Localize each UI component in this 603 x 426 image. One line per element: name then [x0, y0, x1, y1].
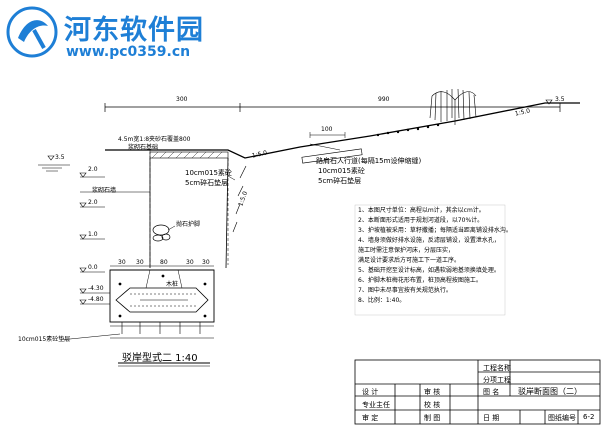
tb-major: 专业主任 [362, 401, 390, 409]
willow-tree [429, 88, 477, 125]
label-base: 10cm015素砼垫层 [18, 336, 71, 343]
foundation-base [109, 269, 215, 323]
boulders [152, 224, 171, 242]
dimension-30a: 30 [118, 259, 126, 266]
level-0-0: 0.0 [88, 264, 98, 271]
foundation-trough [115, 287, 209, 313]
dimension-30c: 30 [186, 259, 194, 266]
level-3-5: 3.5 [55, 154, 65, 161]
tb-sheet-label: 图纸编号 [548, 414, 576, 422]
caption-underline [118, 362, 210, 367]
label-layer-2: 5cm碎石垫层 [185, 179, 229, 187]
note-line: 5、基础开挖至设计标高，如遇软弱地基须换填处理。 [358, 267, 500, 274]
level-2-0-a: 2.0 [88, 166, 98, 173]
label-left-sub: 浆砌石基础 [128, 144, 159, 151]
bank-profile [105, 102, 580, 159]
dimension-30d: 30 [202, 259, 210, 266]
level-markers [79, 99, 553, 305]
tb-sheet-no: 6-2 [583, 413, 595, 421]
dimension-100: 100 [321, 126, 333, 133]
note-line: 4、墙身须做好排水设施，反滤层铺设，设置泄水孔， [358, 237, 500, 244]
level-top: 3.5 [555, 96, 565, 103]
label-right-title: 路肩石人行道(每隔15m设伸缩缝) [316, 157, 422, 165]
title-block [354, 359, 601, 425]
label-right-layer-1: 10cm015素砼 [318, 167, 365, 175]
note-line: 6、护脚木桩梅花形布置，桩顶高程按图施工。 [358, 277, 482, 284]
slope-dots [376, 123, 440, 137]
note-line: 2、本断面形式适用于规划河道段，以70%计。 [358, 217, 484, 224]
note-line: 8、比例：1:40。 [358, 297, 406, 304]
note-line: 满足设计要求后方可施工下一道工序。 [358, 257, 461, 264]
tb-check: 校 核 [424, 401, 441, 409]
left-crust-layer [149, 151, 229, 159]
label-wall: 浆砌石墙 [92, 187, 117, 194]
tb-design: 设 计 [362, 388, 379, 396]
notes-block: 1、本图尺寸单位：高程以m计，其余以cm计。 2、本断面形式适用于规划河道段，以… [358, 207, 512, 304]
dimension-990: 990 [378, 96, 390, 103]
watermark-url: www.pc0359.cn [66, 44, 191, 60]
tb-subproject-label: 分项工程 [483, 376, 511, 384]
label-pile: 木桩 [166, 281, 179, 288]
tb-date-label: 日 期 [483, 414, 500, 422]
tb-draw: 制 图 [424, 414, 441, 422]
tb-review: 审 核 [424, 388, 441, 396]
drawing-caption: 驳岸型式二 1:40 [122, 353, 198, 364]
right-walkway-layer [301, 148, 363, 164]
level-1-0: 1.0 [88, 231, 98, 238]
tb-drawing-label: 图 名 [483, 388, 500, 396]
tb-approve: 审 定 [362, 414, 379, 422]
label-layer-1: 10cm015素砼 [185, 169, 232, 177]
dimension-300: 300 [176, 96, 188, 103]
watermark-title: 河东软件园 [64, 15, 204, 46]
label-right-layer-2: 5cm碎石垫层 [318, 177, 362, 185]
note-line: 施工时需注意保护河床，分层压实， [358, 247, 455, 254]
dimension-80: 80 [160, 259, 168, 266]
note-line: 1、本图尺寸单位：高程以m计，其余以cm计。 [358, 207, 485, 214]
tb-project-label: 工程名称 [483, 364, 511, 372]
note-line: 7、图中未尽事宜按有关规范执行。 [358, 287, 452, 294]
label-left-top: 4.5m宽1:8夹砂石覆盖800 [118, 136, 191, 143]
dimension-30b: 30 [136, 259, 144, 266]
level-minus-4-30: -4.30 [88, 285, 104, 292]
label-boulder: 抛石护脚 [176, 221, 201, 228]
level-minus-4-80: -4.80 [88, 296, 104, 303]
note-line: 3、护坡植被采用：草籽撒播；每隔适当距离铺设排水沟。 [358, 227, 512, 234]
tb-drawing-name: 驳岸断面图（二） [518, 387, 582, 396]
watermark-logo-icon [6, 6, 58, 58]
masonry-wall [149, 157, 229, 269]
wooden-piles [121, 322, 201, 334]
level-2-0-b: 2.0 [88, 199, 98, 206]
